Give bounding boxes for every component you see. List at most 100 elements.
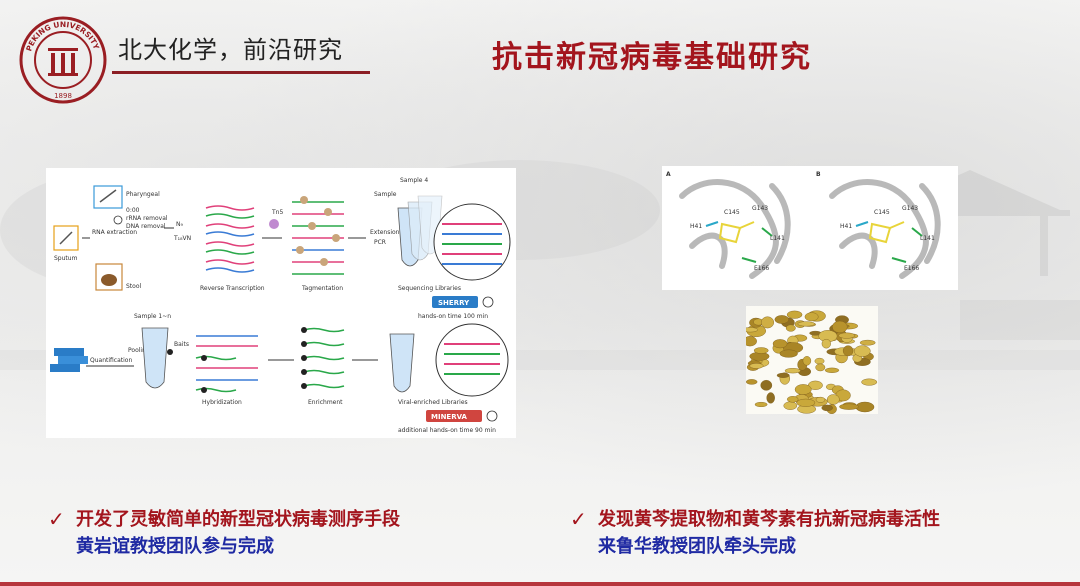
extension-label: Extension — [370, 229, 400, 236]
pcr-label: PCR — [374, 239, 386, 246]
herb-slice — [804, 312, 819, 322]
sherry-label: SHERRY — [438, 299, 470, 307]
enrichment-strands — [303, 327, 345, 389]
pharyngeal-label: Pharyngeal — [126, 191, 160, 198]
enriched-tube-icon — [389, 333, 415, 393]
stool-label: Stool — [126, 283, 142, 290]
herb-slice — [760, 380, 773, 391]
panel-b-label: B — [816, 171, 821, 178]
herb-slice — [787, 396, 799, 403]
pharyngeal-sample-icon — [93, 185, 123, 209]
stool-sample-icon — [95, 263, 123, 291]
residue-label: L141 — [920, 235, 935, 242]
tn5-enzyme-icon — [269, 219, 279, 229]
protein-docking-figure: A C145 G143 H41 L141 E166 B — [662, 166, 958, 290]
bullet-credit: 黄岩谊教授团队参与完成 — [76, 536, 274, 557]
docking-panel-b: B C145 G143 H41 L141 E166 — [816, 171, 941, 279]
library-zoom-circle — [433, 203, 511, 281]
herb-slice — [749, 363, 764, 369]
enriched-fragments — [444, 343, 500, 375]
hands-on-100-label: hands-on time 100 min — [418, 313, 488, 320]
docking-panel-a: A C145 G143 H41 L141 E166 — [666, 171, 791, 279]
sequencing-workflow-figure: Sputum Pharyngeal Stool 0:00 rRNA remova… — [46, 168, 516, 438]
bullet-headline: 发现黄芩提取物和黄芩素有抗新冠病毒活性 — [598, 509, 940, 530]
hybridization-label: Hybridization — [202, 399, 242, 406]
herb-slice — [794, 384, 812, 395]
herb-slice — [784, 368, 801, 374]
bullet-sequencing: ✓ 开发了灵敏简单的新型冠状病毒测序手段 黄岩谊教授团队参与完成 — [48, 506, 400, 560]
sputum-sample-icon — [53, 225, 79, 251]
bullet-headline: 开发了灵敏简单的新型冠状病毒测序手段 — [76, 509, 400, 530]
herb-slice — [774, 315, 789, 324]
herb-slice — [842, 345, 854, 357]
page-title: 抗击新冠病毒基础研究 — [492, 40, 812, 75]
herb-slice — [821, 404, 833, 412]
herb-slice — [821, 339, 831, 349]
herb-slice — [815, 363, 826, 372]
oligo-dt-label: T₁₈VN — [173, 235, 191, 242]
rt-strands — [205, 205, 255, 273]
herb-slice — [796, 398, 816, 407]
baits-label: Baits — [174, 341, 189, 348]
timer-icon — [486, 410, 498, 422]
herb-slice — [815, 396, 826, 403]
tn5-label: Tn5 — [271, 209, 283, 216]
residue-label: G143 — [752, 205, 768, 212]
sample-label: Sample — [374, 191, 397, 198]
subtitle-underline — [112, 71, 370, 74]
reverse-transcription-label: Reverse Transcription — [200, 285, 265, 292]
library-fragments — [442, 223, 502, 265]
herb-slice — [824, 367, 840, 373]
rrna-removal-label: rRNA removal — [126, 215, 168, 222]
herb-slice — [779, 349, 798, 358]
herb-slice — [814, 357, 825, 365]
sputum-label: Sputum — [54, 255, 78, 262]
hybridization-strands — [195, 335, 258, 393]
tagmentation-enzymes — [296, 196, 340, 266]
residue-label: C145 — [724, 209, 740, 216]
herb-slice — [838, 332, 856, 339]
herb-slice — [746, 379, 758, 385]
herb-slice — [785, 324, 796, 332]
timer-icon — [113, 215, 123, 225]
rna-extraction-label: RNA extraction — [92, 229, 137, 236]
residue-label: G143 — [902, 205, 918, 212]
herb-slice — [797, 321, 815, 327]
sputum-swab-icon — [59, 231, 73, 245]
sample-1n-label: Sample 1~n — [134, 313, 171, 320]
herb-slice — [772, 339, 788, 349]
check-icon: ✓ — [570, 507, 587, 531]
residue-label: E166 — [904, 265, 919, 272]
herb-slice — [832, 320, 848, 334]
quantification-label: Quantification — [90, 357, 132, 364]
pooling-label: Pooling — [128, 347, 150, 354]
herb-slice — [766, 392, 775, 404]
page-subtitle: 北大化学，前沿研究 — [118, 36, 343, 64]
check-icon: ✓ — [48, 507, 65, 531]
logo-year: 1898 — [54, 92, 72, 100]
svg-text:PEKING UNIVERSITY: PEKING UNIVERSITY — [24, 20, 101, 52]
sample4-label: Sample 4 — [400, 177, 428, 184]
scutellaria-root-photo — [746, 306, 878, 414]
random-primer-label: N₉ — [176, 221, 183, 228]
herb-slice — [802, 356, 812, 366]
enriched-zoom-circle — [435, 323, 509, 397]
time-label: 0:00 — [126, 207, 140, 214]
residue-label: E166 — [754, 265, 769, 272]
herb-slice — [754, 401, 768, 407]
residue-label: H41 — [690, 223, 702, 230]
residue-label: L141 — [770, 235, 785, 242]
herb-slice — [861, 378, 878, 386]
herb-slice — [859, 339, 876, 346]
logo-text: PEKING UNIVERSITY — [24, 20, 101, 52]
sequencing-libraries-label: Sequencing Libraries — [398, 285, 461, 292]
herb-slice — [786, 310, 803, 319]
timer-icon — [482, 296, 494, 308]
dna-removal-label: DNA removal — [126, 223, 166, 230]
herb-slice — [827, 394, 840, 405]
sherry-badge — [432, 296, 478, 308]
pooling-tube-icon — [141, 327, 169, 389]
panel-a-label: A — [666, 171, 671, 178]
bottom-rule — [0, 582, 1080, 586]
residue-label: C145 — [874, 209, 890, 216]
